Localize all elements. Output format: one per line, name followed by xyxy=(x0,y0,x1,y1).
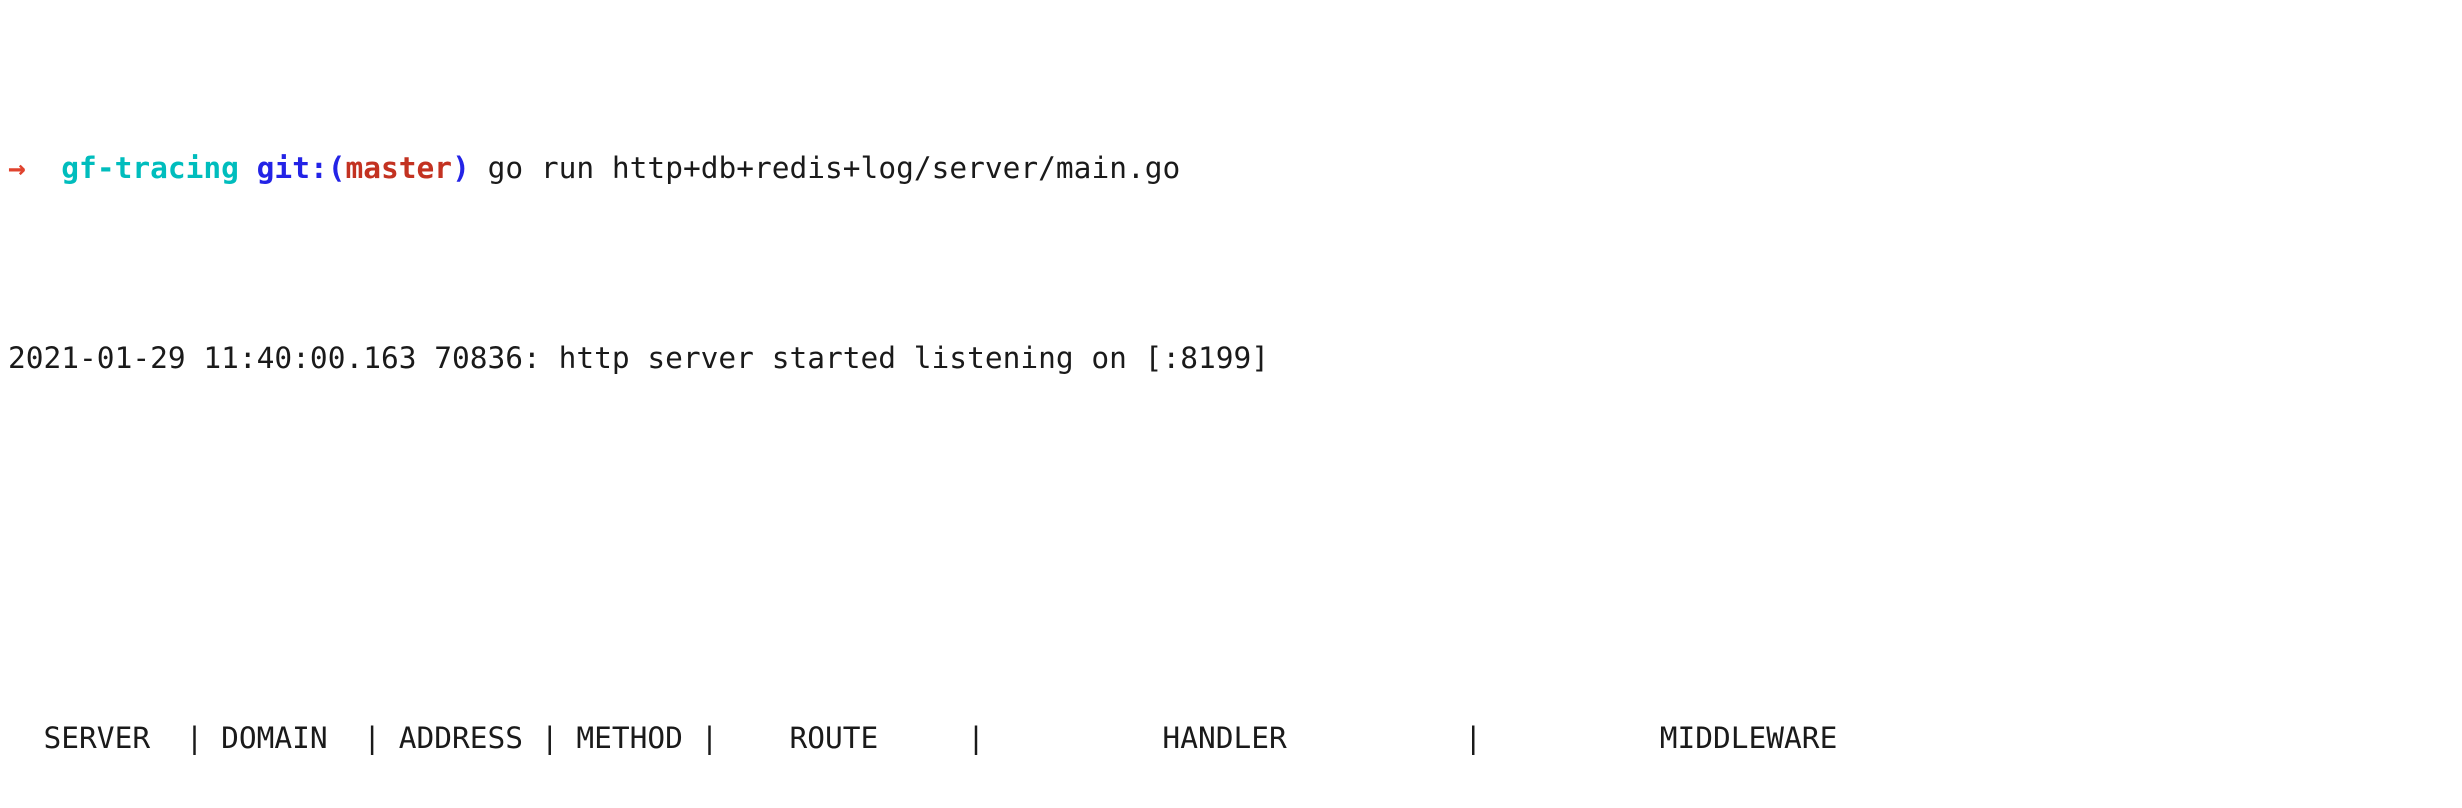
git-prefix: git:( xyxy=(238,150,346,185)
prompt-arrow-icon: → xyxy=(8,150,62,185)
git-branch: master xyxy=(345,150,453,185)
server-start-log: 2021-01-29 11:40:00.163 70836: http serv… xyxy=(8,340,1269,375)
route-table-header: SERVER | DOMAIN | ADDRESS | METHOD | ROU… xyxy=(8,720,1838,755)
shell-prompt-line: → gf-tracing git:(master) go run http+db… xyxy=(8,145,2462,193)
prompt-directory: gf-tracing xyxy=(61,150,239,185)
git-suffix: ) xyxy=(452,150,470,185)
blank-line xyxy=(8,525,2462,573)
shell-command: go run http+db+redis+log/server/main.go xyxy=(469,150,1181,185)
